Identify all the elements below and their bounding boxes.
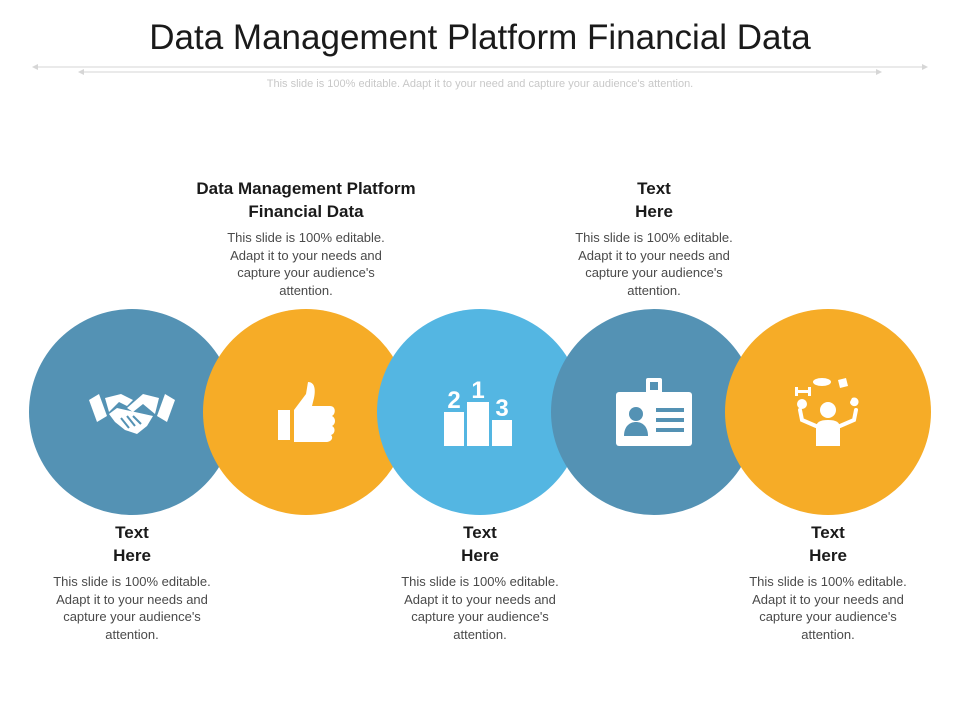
text-block-heading: Text Here	[809, 523, 847, 565]
thumbs-up-icon	[278, 382, 335, 442]
text-block-body: This slide is 100% editable. Adapt it to…	[401, 574, 559, 642]
text-block-body: This slide is 100% editable. Adapt it to…	[227, 230, 385, 298]
circle-1	[29, 309, 235, 515]
juggling-person-icon	[795, 378, 859, 446]
text-block-heading: Text Here	[113, 523, 151, 565]
text-block-heading: Text Here	[635, 179, 673, 221]
title-divider	[32, 64, 928, 75]
podium-label-2: 2	[447, 387, 460, 414]
circle-4	[551, 309, 757, 515]
text-block-body: This slide is 100% editable. Adapt it to…	[575, 230, 733, 298]
podium-label-1: 1	[471, 377, 484, 404]
slide-subtitle: This slide is 100% editable. Adapt it to…	[266, 78, 694, 90]
circle-3: 2 1 3	[377, 309, 583, 515]
text-block-2: Data Management Platform Financial Data …	[191, 177, 421, 299]
text-block-3: Text Here This slide is 100% editable. A…	[365, 521, 595, 643]
circle-2	[203, 309, 409, 515]
handshake-icon	[89, 394, 175, 434]
circle-5	[725, 309, 931, 515]
text-block-body: This slide is 100% editable. Adapt it to…	[749, 574, 907, 642]
podium-label-3: 3	[495, 395, 508, 422]
text-block-1: Text Here This slide is 100% editable. A…	[17, 521, 247, 643]
text-block-5: Text Here This slide is 100% editable. A…	[713, 521, 943, 643]
text-block-heading: Data Management Platform Financial Data	[196, 179, 416, 221]
text-block-heading: Text Here	[461, 523, 499, 565]
slide-title: Data Management Platform Financial Data	[149, 18, 811, 57]
text-block-body: This slide is 100% editable. Adapt it to…	[53, 574, 211, 642]
podium-ranking-icon: 2 1 3	[444, 377, 512, 446]
text-block-4: Text Here This slide is 100% editable. A…	[539, 177, 769, 299]
id-badge-icon	[616, 378, 692, 446]
